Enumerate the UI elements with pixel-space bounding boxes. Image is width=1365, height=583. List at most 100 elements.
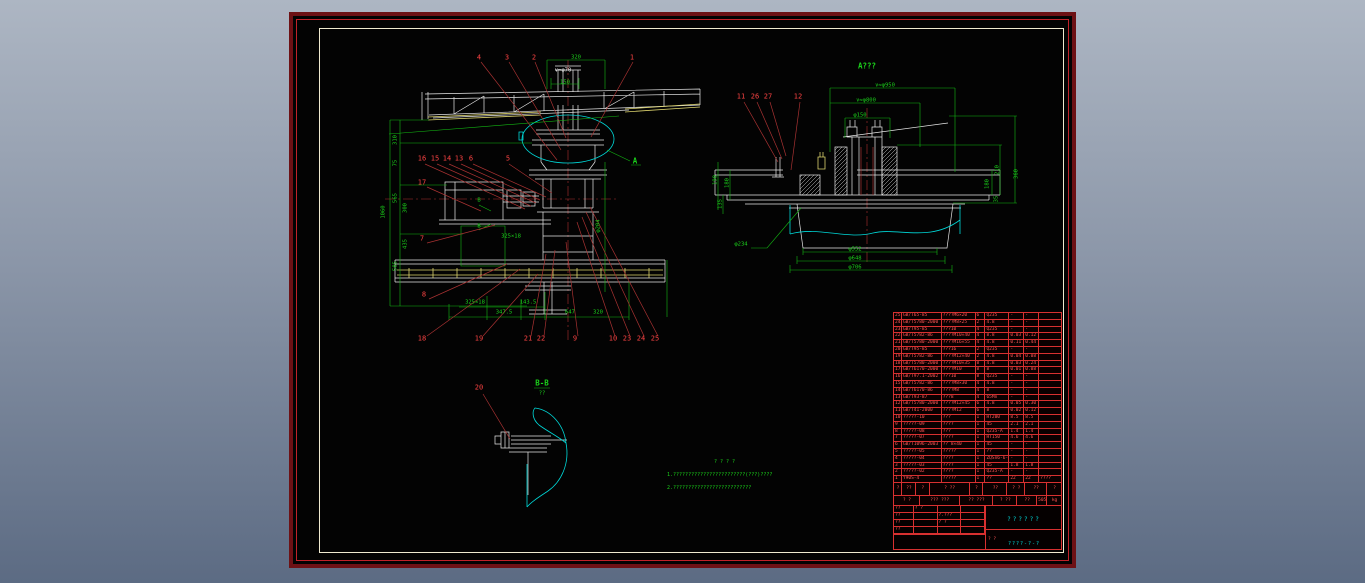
- table-cell: 3: [894, 462, 902, 470]
- table-cell: ?????-08: [901, 428, 942, 436]
- callout-11: 11: [736, 92, 746, 101]
- table-cell: GB/T65-85: [901, 313, 942, 320]
- table-cell: 22: [1009, 476, 1025, 483]
- table-cell: ????M8×30: [941, 380, 976, 388]
- scale-label: ? ?: [988, 537, 997, 542]
- table-cell: ????M8: [941, 387, 976, 395]
- left-view-leaders: [424, 61, 659, 440]
- table-cell: ?????-07: [901, 435, 942, 443]
- table-cell: 4.8: [985, 319, 1010, 327]
- table-cell: 0.04: [1009, 353, 1025, 361]
- table-cell: ????M8×25: [941, 319, 976, 327]
- table-cell: [1039, 333, 1063, 341]
- callout-22: 22: [536, 334, 546, 343]
- dim-647: 647: [565, 309, 575, 316]
- table-cell: ??: [1025, 482, 1048, 496]
- table-cell: ????M6×20: [941, 313, 976, 320]
- callout-21: 21: [523, 334, 533, 343]
- table-cell: ?????: [941, 448, 976, 456]
- title-block: ??? ????.?????? ??? ?????? ? ? ????-?-?: [893, 505, 1062, 550]
- left-view-dims: [388, 59, 668, 389]
- table-cell: -: [1009, 313, 1025, 320]
- table-cell: [1039, 448, 1063, 456]
- dim-320-bot: 320: [593, 309, 603, 316]
- table-cell: ??: [985, 476, 1010, 483]
- table-cell: -: [1009, 380, 1025, 388]
- callout-24: 24: [636, 334, 646, 343]
- table-cell: 5: [894, 448, 902, 456]
- table-cell: [1039, 374, 1063, 381]
- dim-585: 585: [392, 261, 399, 271]
- dim-phi648: φ648: [848, 255, 862, 262]
- table-cell: -: [1024, 326, 1040, 334]
- title-block-row: ??? ?: [894, 506, 985, 513]
- table-cell: [961, 520, 985, 527]
- table-cell: 6: [975, 408, 986, 415]
- dim-180-r: 180: [984, 179, 991, 189]
- dim-435: 435: [402, 239, 409, 249]
- table-cell: GB/T95-85: [901, 346, 942, 354]
- table-cell: GB/T5780-2000: [901, 340, 942, 347]
- table-cell: [937, 527, 962, 534]
- table-cell: 9: [894, 421, 902, 429]
- table-cell: 1: [975, 435, 986, 443]
- title-block-title-cell: ??????: [986, 506, 1062, 530]
- table-cell: 2: [975, 319, 986, 327]
- table-cell: [1039, 340, 1063, 347]
- table-cell: [1039, 455, 1063, 463]
- table-cell: ? ?: [1007, 482, 1026, 496]
- table-cell: ????M10×35: [941, 360, 976, 368]
- table-cell: 4: [894, 455, 902, 463]
- dim-phi706: φ706: [848, 264, 862, 271]
- table-cell: 21: [894, 340, 902, 347]
- callout-1: 1: [629, 53, 635, 62]
- table-cell: -: [1024, 448, 1040, 456]
- view-label-a: A: [632, 156, 638, 166]
- table-cell: 24: [894, 319, 902, 327]
- table-cell: 8.5: [1024, 414, 1040, 422]
- dim-180-l: 180: [724, 178, 731, 188]
- table-cell: ? ?: [913, 506, 938, 513]
- parts-row: 5?????-05?????1??--: [894, 448, 1063, 456]
- table-cell: [1039, 313, 1063, 320]
- dim-phi234: φ234: [734, 241, 748, 248]
- table-cell: GB/T6170-86: [901, 387, 942, 395]
- table-cell: [1039, 408, 1063, 415]
- table-cell: 23: [894, 326, 902, 334]
- callout-14: 14: [442, 154, 452, 163]
- right-view-cyan: [789, 205, 961, 236]
- table-cell: ZQSn6-6-3: [985, 455, 1010, 463]
- right-view-geometry: [714, 120, 1001, 249]
- table-cell: ??: [983, 482, 1008, 496]
- table-cell: 0.08: [1024, 353, 1040, 361]
- table-cell: 0.01: [1009, 367, 1025, 375]
- sheet-frames: [289, 12, 1076, 568]
- dim-360: 360: [1013, 169, 1020, 179]
- table-cell: [1039, 353, 1063, 361]
- table-cell: ????: [941, 462, 976, 470]
- dim-75: 75: [392, 159, 399, 167]
- table-cell: ??: [901, 482, 916, 496]
- title-block-row: ??: [894, 527, 985, 534]
- callout-20: 20: [474, 383, 484, 392]
- table-cell: -: [1024, 394, 1040, 402]
- section-title-bb: B-B: [535, 378, 549, 388]
- table-cell: 25: [894, 313, 902, 320]
- table-cell: 4: [975, 380, 986, 388]
- table-cell: ????M12×40: [941, 353, 976, 361]
- title-block-left-bottom: [894, 534, 986, 549]
- table-cell: -: [1009, 448, 1025, 456]
- dim-phi204: φ204: [595, 219, 602, 233]
- table-cell: [1039, 346, 1063, 354]
- table-cell: 8: [975, 374, 986, 381]
- section-subtitle: ??: [538, 390, 546, 397]
